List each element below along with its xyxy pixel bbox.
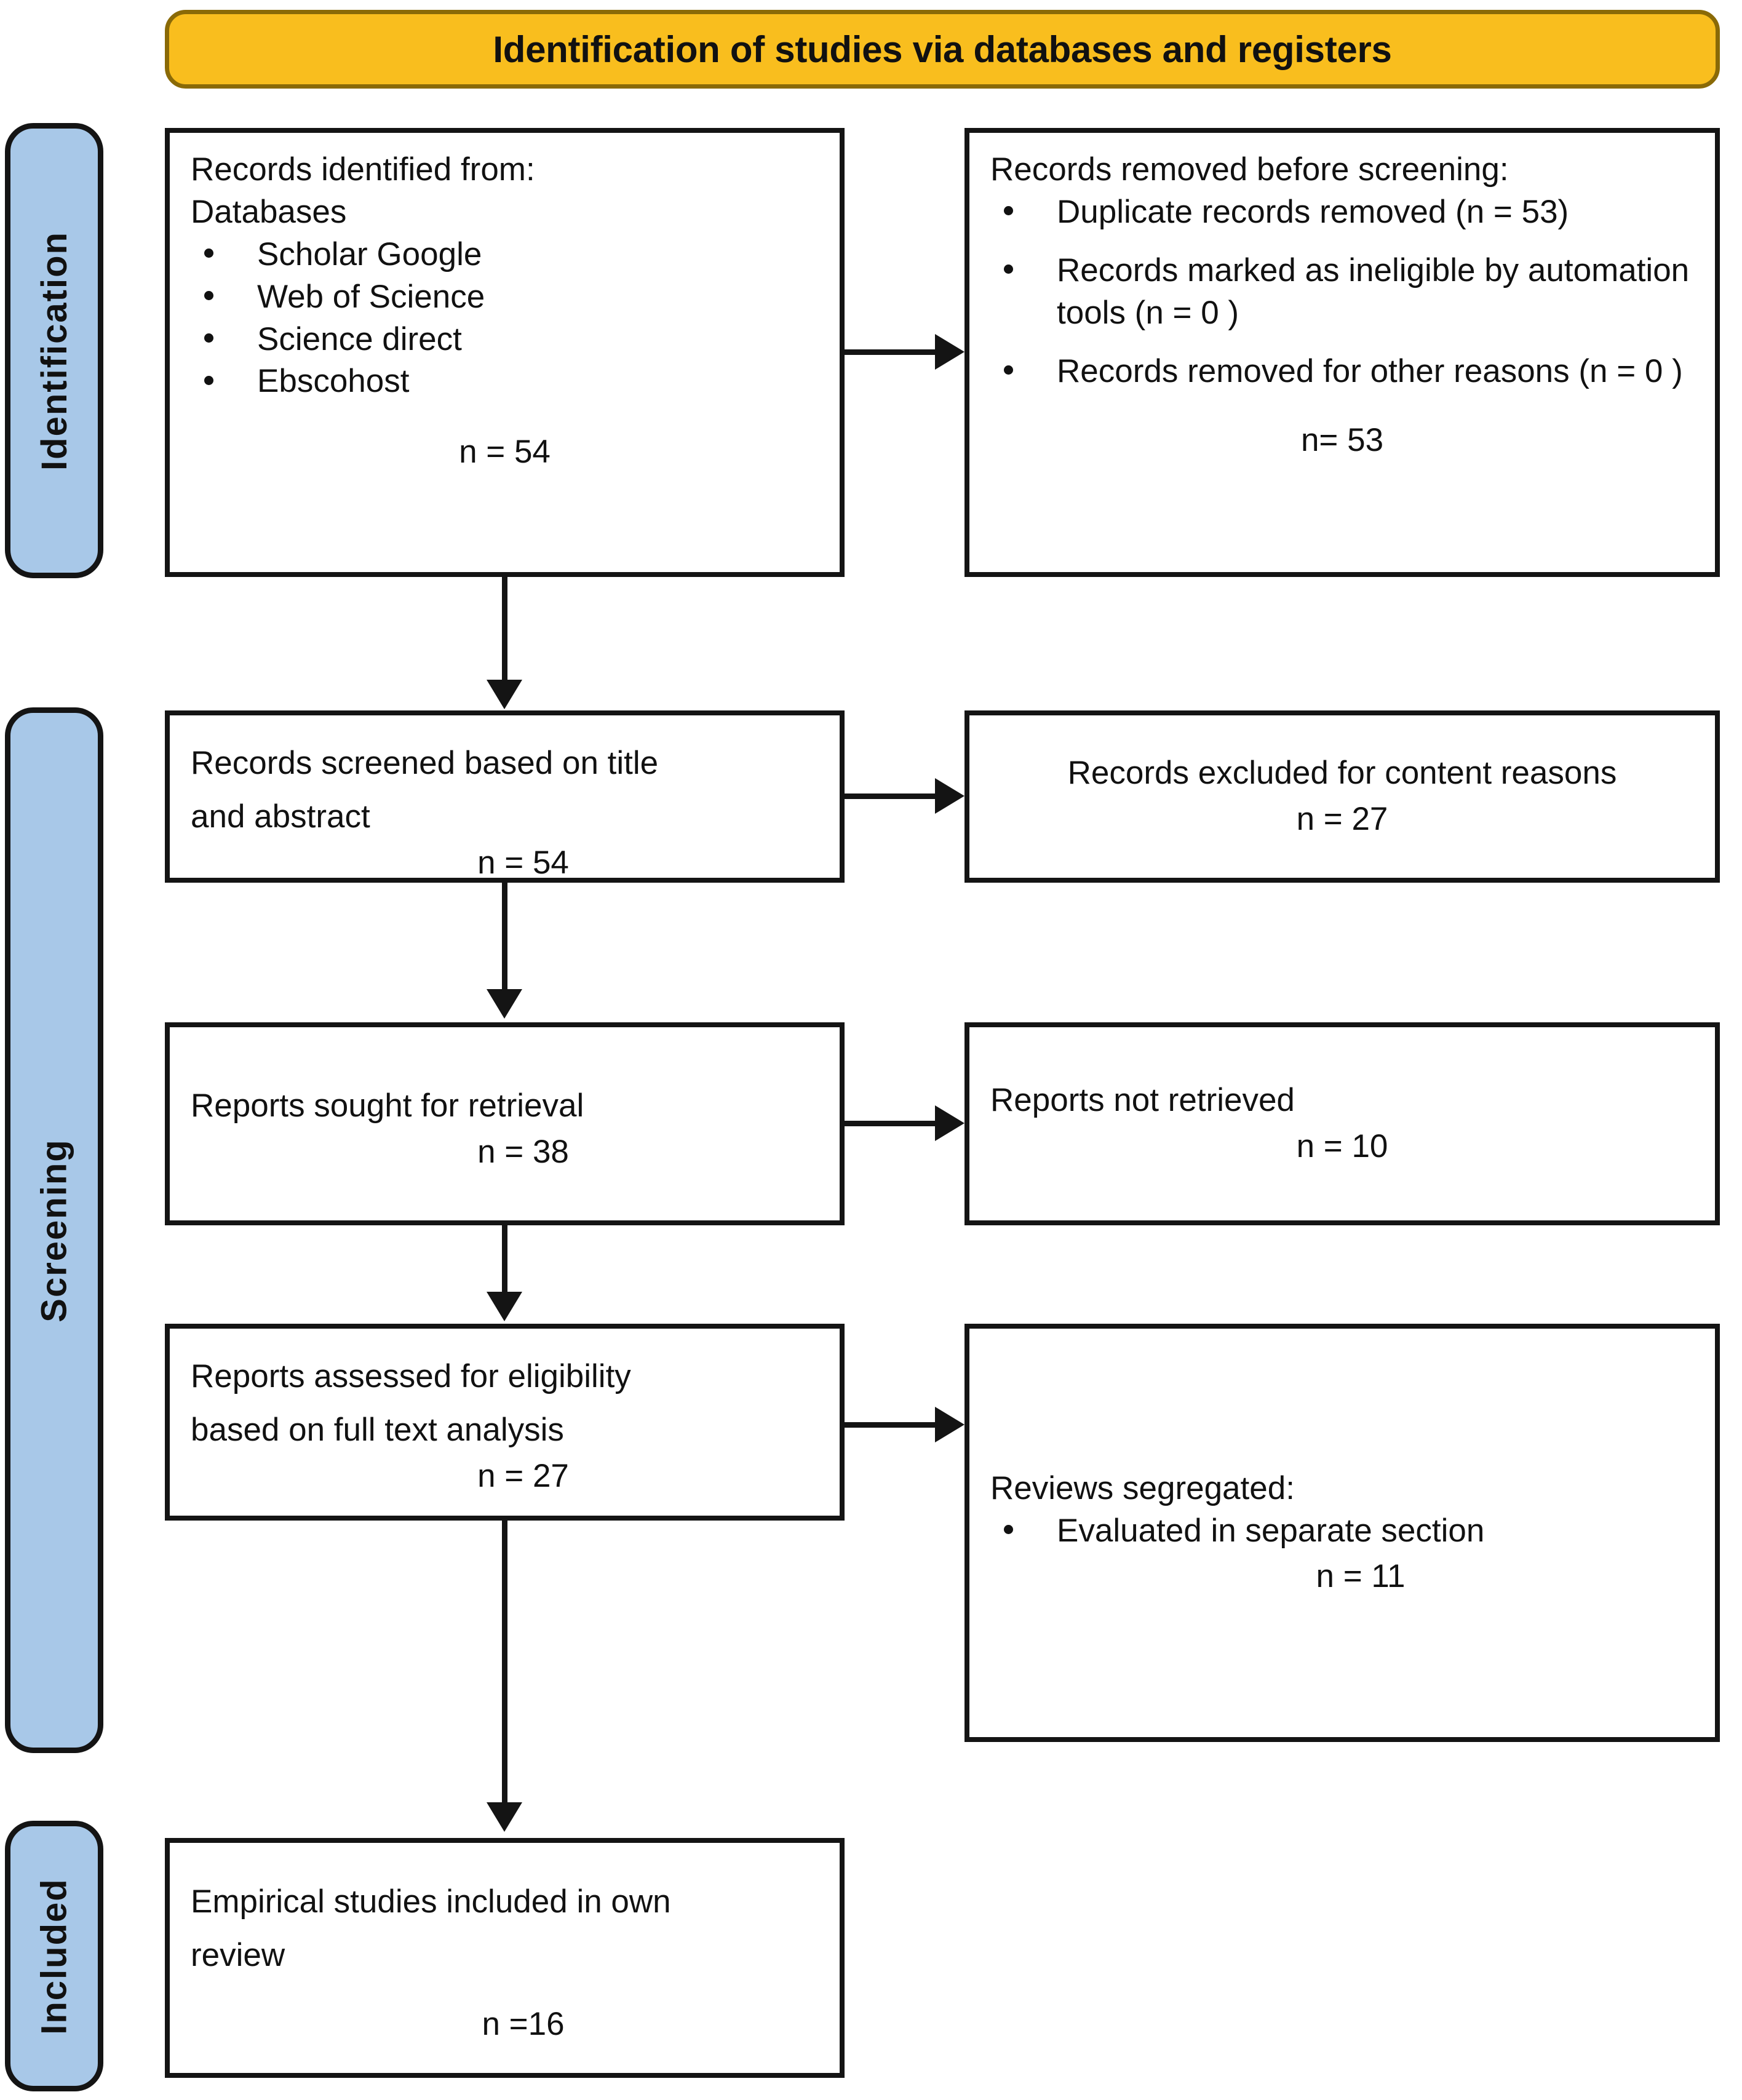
diagram-title: Identification of studies via databases … — [493, 28, 1392, 70]
stage-label-identification: Identification — [34, 231, 74, 471]
box-records-removed: Records removed before screening: Duplic… — [964, 128, 1720, 577]
records-screened-line1: Records screened based on title — [191, 745, 659, 781]
stage-band-identification: Identification — [5, 123, 103, 578]
list-item: Web of Science — [191, 276, 819, 319]
records-excluded-line1: Records excluded for content reasons — [1067, 755, 1617, 792]
box-records-identified: Records identified from: Databases Schol… — [165, 128, 845, 577]
reports-sought-line1: Reports sought for retrieval — [191, 1088, 584, 1124]
list-item: Scholar Google — [191, 234, 819, 276]
list-item: Evaluated in separate section — [990, 1510, 1694, 1553]
box-reports-sought: Reports sought for retrieval n = 38 — [165, 1022, 845, 1225]
database-source-label: Scholar Google — [257, 236, 482, 272]
connector-screened-to-sought — [502, 883, 507, 990]
reports-not-retrieved-count: n = 10 — [1296, 1128, 1388, 1164]
reports-eligibility-count: n = 27 — [477, 1457, 569, 1494]
records-removed-item-label: Records removed for other reasons (n = 0… — [1057, 352, 1683, 389]
records-excluded-count: n = 27 — [1296, 801, 1388, 837]
connector-screened-to-excluded — [845, 793, 937, 799]
list-item: Duplicate records removed (n = 53) — [990, 191, 1694, 234]
reports-sought-count: n = 38 — [477, 1134, 569, 1170]
box-reviews-segregated: Reviews segregated: Evaluated in separat… — [964, 1324, 1720, 1742]
bullet-icon — [204, 291, 213, 301]
box-records-screened: Records screened based on title and abst… — [165, 710, 845, 883]
stage-label-screening: Screening — [34, 1138, 74, 1322]
connector-sought-to-eligibility — [502, 1225, 507, 1293]
records-removed-item-label: Duplicate records removed (n = 53) — [1057, 193, 1569, 230]
database-source-label: Science direct — [257, 320, 462, 357]
reports-eligibility-line2: based on full text analysis — [191, 1411, 564, 1448]
reports-eligibility-line1: Reports assessed for eligibility — [191, 1358, 631, 1394]
records-identified-line1: Records identified from: — [191, 151, 535, 188]
records-screened-count: n = 54 — [477, 844, 569, 881]
records-removed-heading-plain: Records removed — [990, 151, 1257, 188]
stage-label-included: Included — [34, 1877, 74, 2035]
bullet-icon — [1004, 365, 1013, 375]
arrow-right-icon — [935, 1407, 964, 1442]
bullet-icon — [204, 249, 213, 258]
bullet-icon — [204, 375, 213, 385]
records-removed-count: n= 53 — [1300, 422, 1384, 459]
arrow-right-icon — [935, 1105, 964, 1141]
reviews-segregated-line1: Reviews segregated: — [990, 1470, 1295, 1506]
arrow-down-icon — [487, 1802, 522, 1832]
reports-not-retrieved-line1: Reports not retrieved — [990, 1082, 1295, 1119]
bullet-icon — [204, 333, 213, 343]
records-removed-heading: Records removed before screening: — [990, 149, 1694, 191]
records-removed-heading-tail: : — [1499, 151, 1509, 188]
arrow-down-icon — [487, 989, 522, 1019]
stage-band-screening: Screening — [5, 707, 103, 1753]
reviews-segregated-item-label: Evaluated in separate section — [1057, 1512, 1485, 1549]
database-source-label: Ebscohost — [257, 363, 410, 400]
box-records-excluded: Records excluded for content reasons n =… — [964, 710, 1720, 883]
records-identified-line2: Databases — [191, 193, 347, 230]
connector-sought-to-notretrieved — [845, 1121, 937, 1126]
records-screened-line2: and abstract — [191, 798, 370, 835]
arrow-down-icon — [487, 1292, 522, 1321]
arrow-right-icon — [935, 778, 964, 814]
list-item: Records removed for other reasons (n = 0… — [990, 351, 1694, 393]
database-source-list: Scholar Google Web of Science Science di… — [191, 234, 819, 404]
stage-band-included: Included — [5, 1821, 103, 2091]
records-removed-heading-italic: before screening — [1257, 151, 1500, 188]
box-reports-not-retrieved: Reports not retrieved n = 10 — [964, 1022, 1720, 1225]
list-item: Records marked as ineligible by automati… — [990, 250, 1694, 335]
list-item: Ebscohost — [191, 360, 819, 403]
diagram-header-banner: Identification of studies via databases … — [165, 10, 1720, 89]
reviews-segregated-count: n = 11 — [1316, 1558, 1406, 1595]
reviews-segregated-list: Evaluated in separate section — [990, 1510, 1694, 1553]
connector-identified-to-screened — [502, 577, 507, 682]
connector-eligibility-to-included — [502, 1521, 507, 1804]
bullet-icon — [1004, 206, 1013, 216]
arrow-down-icon — [487, 680, 522, 709]
records-removed-list: Duplicate records removed (n = 53) Recor… — [990, 191, 1694, 393]
bullet-icon — [1004, 264, 1013, 274]
studies-included-count: n =16 — [482, 2006, 565, 2043]
studies-included-line2: review — [191, 1936, 285, 1973]
records-identified-count: n = 54 — [459, 434, 551, 471]
database-source-label: Web of Science — [257, 278, 485, 315]
box-studies-included: Empirical studies included in own review… — [165, 1838, 845, 2078]
bullet-icon — [1004, 1524, 1013, 1534]
connector-eligibility-to-reviews — [845, 1422, 937, 1428]
connector-identified-to-removed — [845, 349, 937, 355]
records-removed-item-label: Records marked as ineligible by automati… — [1057, 252, 1690, 331]
studies-included-line1: Empirical studies included in own — [191, 1883, 671, 1920]
list-item: Science direct — [191, 319, 819, 361]
box-reports-eligibility: Reports assessed for eligibility based o… — [165, 1324, 845, 1521]
arrow-right-icon — [935, 334, 964, 370]
